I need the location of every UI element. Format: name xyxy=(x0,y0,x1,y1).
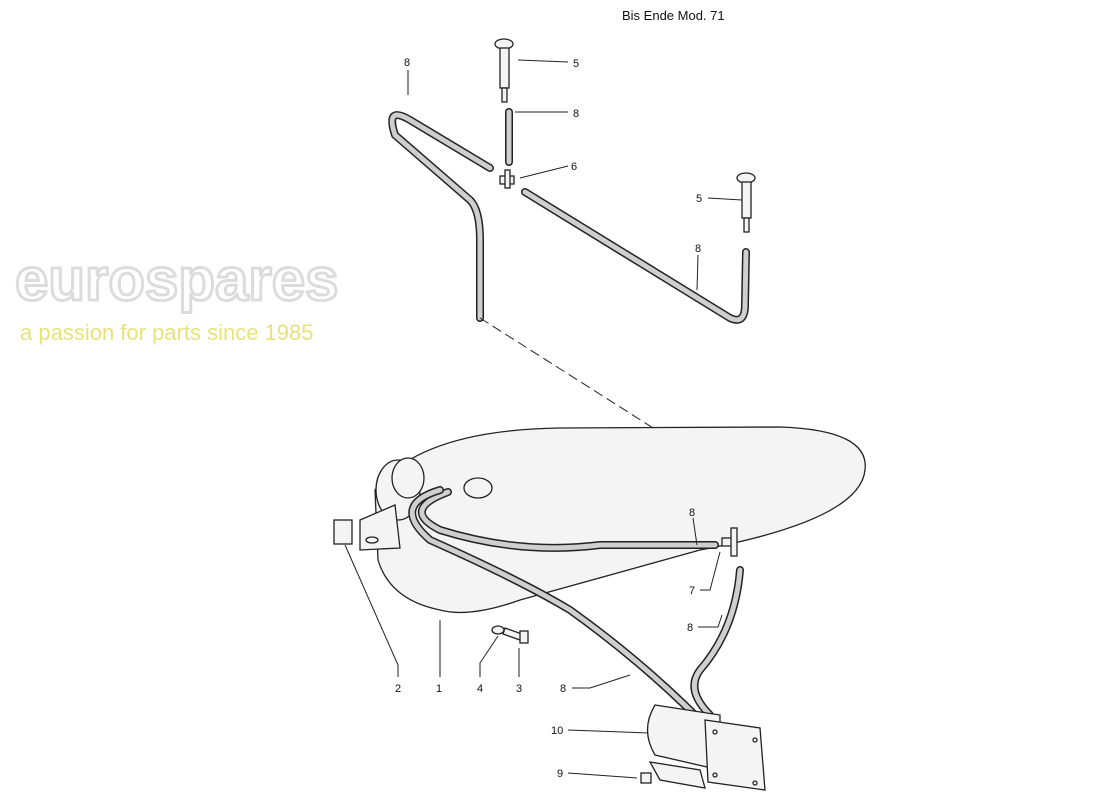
hose-diagonal xyxy=(521,188,750,324)
callout-8: 8 xyxy=(695,243,701,255)
callout-8: 8 xyxy=(573,108,579,120)
callout-5: 5 xyxy=(696,193,702,205)
callout-6: 6 xyxy=(571,161,577,173)
washer-reservoir-tank xyxy=(359,426,866,614)
pump-nipple xyxy=(640,772,652,784)
washer-and-bolt xyxy=(491,625,529,644)
washer-nozzle-1 xyxy=(494,38,514,103)
callout-8: 8 xyxy=(404,57,410,69)
callout-8: 8 xyxy=(687,622,693,634)
callout-1: 1 xyxy=(436,683,442,695)
tank-hoses xyxy=(408,486,744,724)
callout-5: 5 xyxy=(573,58,579,70)
callout-10: 10 xyxy=(551,725,563,737)
callout-9: 9 xyxy=(557,768,563,780)
callout-2: 2 xyxy=(395,683,401,695)
callout-8: 8 xyxy=(560,683,566,695)
t-connector-upper xyxy=(499,169,515,189)
t-connector-lower xyxy=(721,527,738,557)
callout-3: 3 xyxy=(516,683,522,695)
callout-4: 4 xyxy=(477,683,483,695)
callout-8: 8 xyxy=(689,507,695,519)
callout-7: 7 xyxy=(689,585,695,597)
bracket-clip xyxy=(333,519,353,545)
hose-upper-loop xyxy=(388,111,494,322)
watermark-tagline: a passion for parts since 1985 xyxy=(20,320,314,345)
washer-pump xyxy=(646,704,766,791)
watermark-brand: eurospares xyxy=(15,246,339,313)
leader-lines xyxy=(344,59,743,779)
callout-labels: 8 5 8 6 5 8 8 7 8 2 1 4 3 8 10 9 xyxy=(395,57,702,780)
diagram-header: Bis Ende Mod. 71 xyxy=(622,8,725,23)
washer-nozzle-2 xyxy=(736,172,756,233)
watermark: eurospares a passion for parts since 198… xyxy=(14,245,341,346)
